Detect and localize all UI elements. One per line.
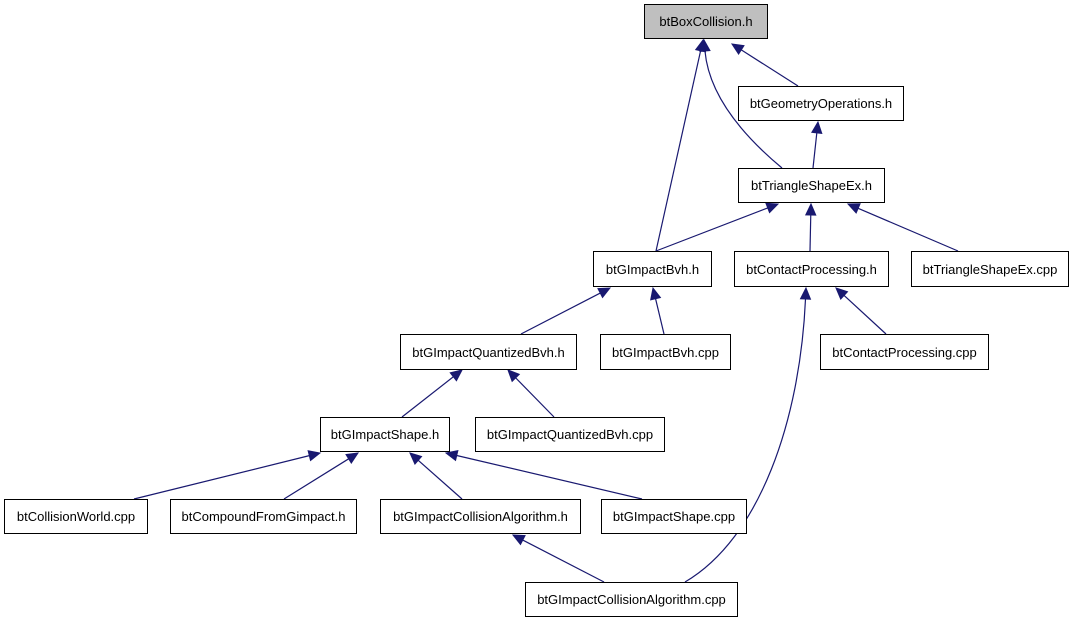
node-bttriangleshapeex-h[interactable]: btTriangleShapeEx.h (738, 168, 885, 203)
node-btcompoundfromgimpact-h[interactable]: btCompoundFromGimpact.h (170, 499, 357, 534)
edge-btGImpactQuantizedBvh_cpp-to-btGImpactQuantizedBvh_h (507, 369, 555, 418)
edge-line (520, 292, 601, 335)
arrowhead (511, 534, 526, 546)
node-bttriangleshapeex-cpp[interactable]: btTriangleShapeEx.cpp (911, 251, 1069, 287)
edge-btCompoundFromGimpact_h-to-btGImpactShape_h (283, 452, 360, 500)
edge-line (654, 298, 665, 335)
arrowhead (846, 203, 861, 214)
edge-line (740, 49, 799, 87)
edge-btGeometryOperations_h-to-btBoxCollision_h (730, 43, 799, 87)
node-btgimpactcollisionalgorithm-cpp[interactable]: btGImpactCollisionAlgorithm.cpp (525, 582, 738, 617)
node-btgimpactbvh-h[interactable]: btGImpactBvh.h (593, 251, 712, 287)
edge-btGImpactCollisionAlgorithm_cpp-to-btContactProcessing_h (684, 286, 812, 583)
arrowhead (804, 202, 817, 216)
arrowhead (694, 38, 707, 53)
edge-line (655, 207, 768, 252)
arrowhead (650, 286, 662, 301)
arrowhead (597, 287, 612, 299)
edge-btGImpactBvh_cpp-to-btGImpactBvh_h (650, 286, 665, 335)
node-btcontactprocessing-h[interactable]: btContactProcessing.h (734, 251, 889, 287)
arrowhead (799, 286, 812, 300)
edge-btGImpactCollisionAlgorithm_cpp-to-btGImpactCollisionAlgorithm_h (511, 534, 605, 583)
edge-line (704, 50, 783, 169)
edge-line (522, 539, 605, 583)
edge-btGImpactBvh_h-to-btBoxCollision_h (655, 38, 707, 252)
edge-btContactProcessing_h-to-btTriangleShapeEx_h (804, 202, 817, 252)
edge-btGImpactQuantizedBvh_h-to-btGImpactBvh_h (520, 287, 612, 335)
edge-line (456, 454, 643, 500)
edge-btTriangleShapeEx_h-to-btGeometryOperations_h (811, 120, 823, 169)
node-btgimpactbvh-cpp[interactable]: btGImpactBvh.cpp (600, 334, 731, 370)
edge-btGImpactShape_h-to-btGImpactQuantizedBvh_h (401, 369, 463, 418)
edge-line (515, 377, 555, 418)
node-btgimpactcollisionalgorithm-h[interactable]: btGImpactCollisionAlgorithm.h (380, 499, 581, 534)
arrowhead (409, 452, 423, 465)
edge-line (401, 376, 454, 418)
arrowhead (730, 43, 745, 56)
edge-line (655, 50, 702, 252)
edge-line (812, 132, 818, 169)
edge-btGImpactBvh_h-to-btTriangleShapeEx_h (655, 202, 780, 252)
edge-btCollisionWorld_cpp-to-btGImpactShape_h (133, 450, 322, 500)
node-btgimpactshape-cpp[interactable]: btGImpactShape.cpp (601, 499, 747, 534)
node-btcontactprocessing-cpp[interactable]: btContactProcessing.cpp (820, 334, 989, 370)
edge-line (684, 298, 807, 583)
edge-line (133, 455, 310, 500)
edge-btTriangleShapeEx_cpp-to-btTriangleShapeEx_h (846, 203, 959, 252)
arrowhead (444, 450, 459, 462)
node-btgimpactquantizedbvh-h[interactable]: btGImpactQuantizedBvh.h (400, 334, 577, 370)
arrowhead (307, 450, 322, 462)
arrowhead (507, 369, 521, 383)
node-btgimpactshape-h[interactable]: btGImpactShape.h (320, 417, 450, 452)
node-btgeometryoperations-h[interactable]: btGeometryOperations.h (738, 86, 904, 121)
edge-line (809, 214, 812, 252)
node-btgimpactquantizedbvh-cpp[interactable]: btGImpactQuantizedBvh.cpp (475, 417, 665, 452)
node-btcollisionworld-cpp[interactable]: btCollisionWorld.cpp (4, 499, 148, 534)
edge-line (417, 459, 463, 500)
edge-btGImpactCollisionAlgorithm_h-to-btGImpactShape_h (409, 452, 463, 500)
arrowhead (765, 202, 780, 214)
arrowhead (449, 369, 463, 382)
edge-line (283, 458, 349, 500)
arrowhead (835, 287, 849, 301)
arrowhead (811, 120, 823, 135)
arrowhead (345, 452, 360, 464)
edge-btContactProcessing_cpp-to-btContactProcessing_h (835, 287, 887, 335)
edge-btGImpactShape_cpp-to-btGImpactShape_h (444, 450, 643, 500)
edge-line (857, 207, 959, 252)
node-btboxcollision-h[interactable]: btBoxCollision.h (644, 4, 768, 39)
edge-line (843, 295, 887, 335)
